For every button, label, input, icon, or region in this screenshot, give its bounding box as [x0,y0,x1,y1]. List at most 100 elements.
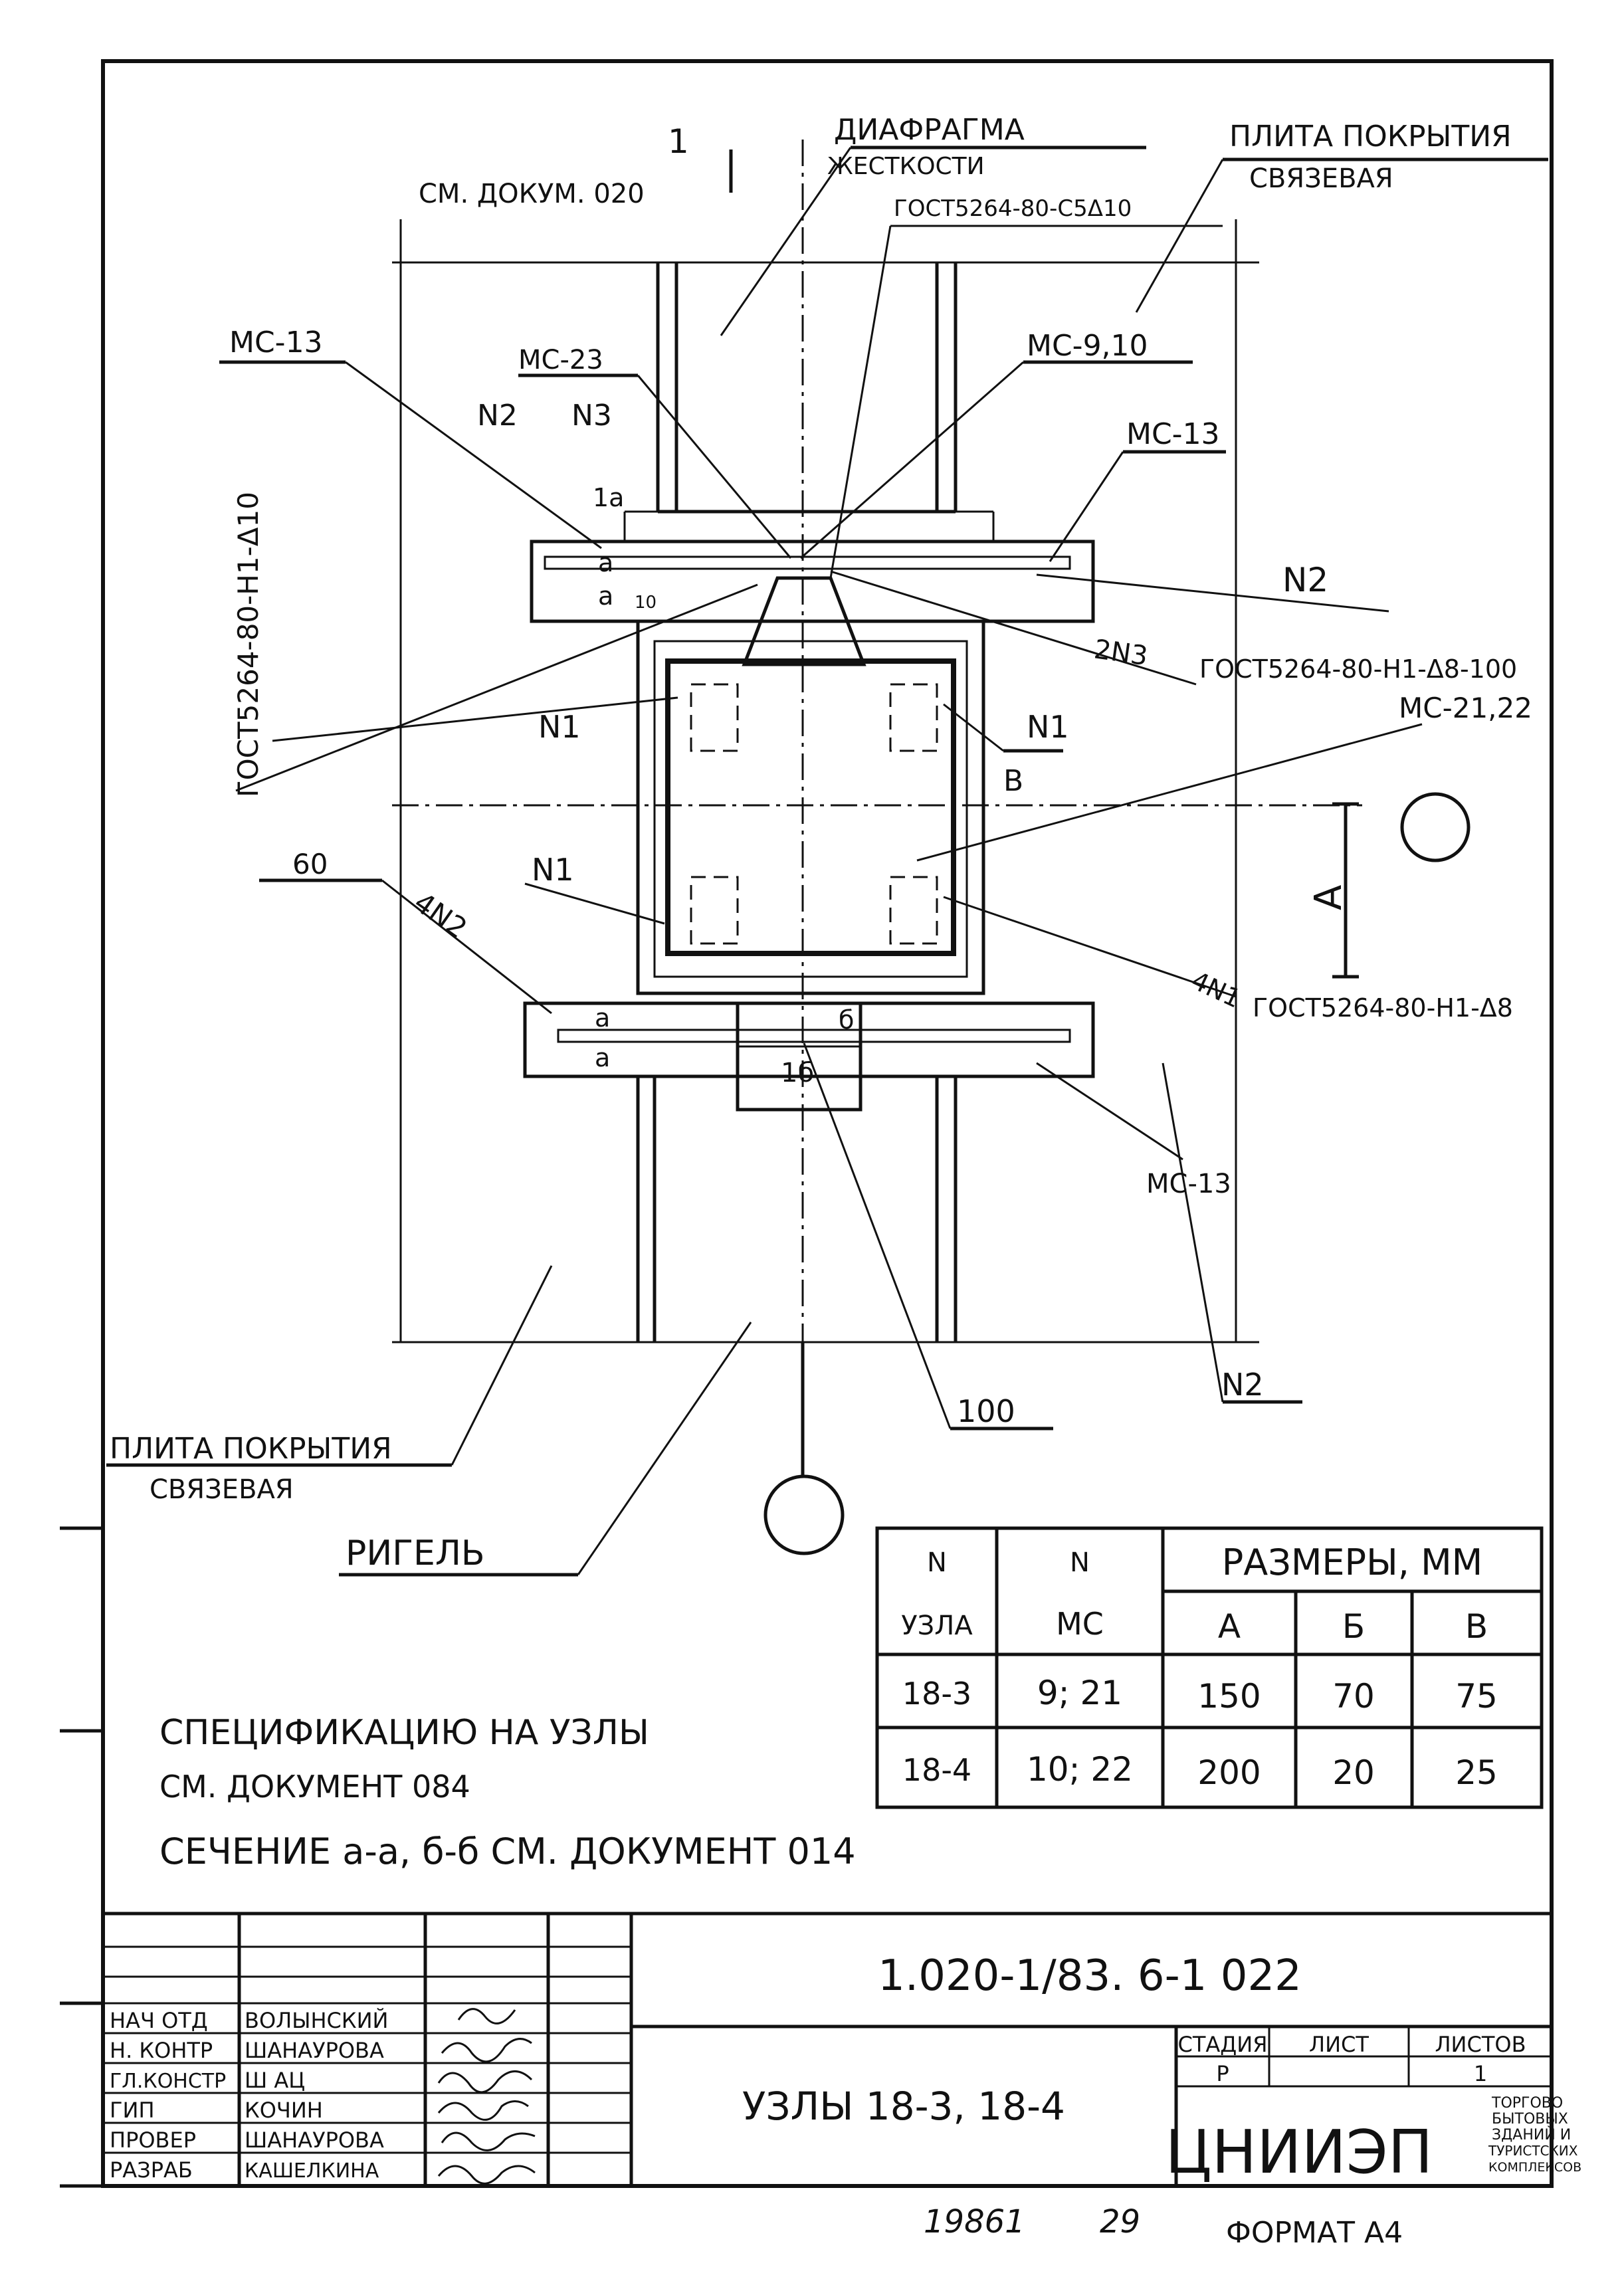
org-desc-line: ЗДАНИЙ И [1492,2126,1571,2143]
dim-100-label: 100 [957,1393,1015,1429]
rigel-label: РИГЕЛЬ [346,1533,485,1573]
node-drawing [392,140,1471,1555]
sheet-frame [60,59,1554,2188]
dim-60-label: 60 [292,848,328,880]
diaphragm-label-2: ЖЕСТКОСТИ [827,153,985,180]
sections-note: СЕЧЕНИЕ а-а, б-б СМ. ДОКУМЕНТ 014 [159,1830,856,1872]
gost-top-label: ГОСТ5264-80-С5Δ10 [894,195,1132,222]
table-header-n1: N [927,1547,947,1578]
title-block: НАЧ ОТД ВОЛЫНСКИЙ Н. КОНТР ШАНАУРОВА ГЛ.… [103,1912,1581,2187]
table-cell-node: 18-3 [902,1676,971,1712]
drawing-title: УЗЛЫ 18-3, 18-4 [742,2084,1065,2129]
section-a-mark-1: а [598,548,613,577]
sheets-value: 1 [1474,2061,1487,2086]
gost-right2-label: ГОСТ5264-80-Н1-Δ8 [1253,993,1513,1023]
sheet-header: ЛИСТ [1309,2032,1369,2057]
role-label: ГИП [110,2098,155,2123]
section-a-mark-4: а [595,1043,610,1072]
slab-bottom-label-2: СВЯЗЕВАЯ [150,1474,294,1505]
n2-label-a: N2 [477,399,518,433]
signer-name: ШАНАУРОВА [245,2038,384,2063]
leader-lines [106,146,1548,1577]
slab-bottom-label-1: ПЛИТА ПОКРЫТИЯ [110,1432,392,1466]
four-n2-label: 4N2 [408,886,473,945]
table-header-n2: N [1070,1547,1090,1578]
table-cell-b: 20 [1332,1753,1375,1792]
signatures [437,2008,536,2185]
diaphragm-label-1: ДИАФРАГМА [834,113,1025,147]
mc13-label-c: МС-13 [1146,1169,1231,1199]
spec-note-line-1: СПЕЦИФИКАЦИЮ НА УЗЛЫ [159,1713,649,1753]
table-header-b: Б [1342,1607,1365,1646]
signer-name: ВОЛЫНСКИЙ [245,2008,388,2033]
mc23-label: МС-23 [518,345,603,375]
org-desc-line: ТУРИСТСКИХ [1488,2143,1578,2159]
n3-label: N3 [571,399,612,433]
org-desc-line: ТОРГОВО [1491,2095,1563,2112]
table-header-mc: МС [1056,1606,1104,1642]
sheet-number: 29 [1100,2203,1140,2240]
org-name: ЦНИИЭП [1166,2118,1433,2187]
table-cell-mc: 10; 22 [1027,1750,1133,1789]
table-cell-a: 200 [1197,1753,1261,1792]
role-label: ГЛ.КОНСТР [110,2070,226,2093]
table-header-v: В [1465,1607,1488,1646]
role-label: ПРОВЕР [110,2127,196,2153]
signer-name: Ш АЦ [245,2068,305,2093]
section-b-mark: б [839,1005,854,1035]
table-cell-b: 70 [1332,1677,1375,1716]
role-label: Н. КОНТР [110,2038,213,2063]
org-desc-line: БЫТОВЫХ [1492,2111,1568,2127]
table-header-node: УЗЛА [901,1611,973,1641]
slab-top-label-2: СВЯЗЕВАЯ [1249,163,1393,194]
n1-label-c: N1 [532,852,574,888]
table-header-a: А [1218,1607,1241,1646]
notes: СПЕЦИФИКАЦИЮ НА УЗЛЫ СМ. ДОКУМЕНТ 084 СЕ… [159,1713,856,1872]
drawing-annotations: ДИАФРАГМА ЖЕСТКОСТИ ПЛИТА ПОКРЫТИЯ СВЯЗЕ… [110,113,1532,1573]
table-header-sizes: РАЗМЕРЫ, ММ [1222,1541,1483,1583]
section-1a-mark: 1а [593,483,624,512]
mc2122-label: МС-21,22 [1399,692,1532,724]
slab-top-label-1: ПЛИТА ПОКРЫТИЯ [1229,120,1512,153]
sheets-header: ЛИСТОВ [1435,2032,1526,2057]
sizes-table: N УЗЛА N МС РАЗМЕРЫ, ММ А Б В 18-3 9; 21… [875,1526,1544,1809]
table-cell-v: 75 [1455,1677,1498,1716]
inventory-number: 19861 [924,2203,1025,2240]
section-a-mark-3: а [595,1003,610,1033]
see-doc-label: СМ. ДОКУМ. 020 [419,179,645,209]
a-dim-label: А [1307,885,1350,910]
gost-left-label: ГОСТ5264-80-Н1-Δ10 [232,492,264,797]
table-cell-node: 18-4 [902,1752,971,1788]
footer: 19861 29 ФОРМАТ А4 [924,2203,1403,2250]
mc910-label: МС-9,10 [1027,329,1148,363]
section-1b-mark: 1б [781,1058,814,1088]
two-n3-label: 2N3 [1092,634,1150,672]
spec-note-line-2: СМ. ДОКУМЕНТ 084 [159,1769,470,1805]
role-label: РАЗРАБ [110,2157,193,2183]
axis-bubble-bottom [763,1474,845,1555]
stage-value: Р [1216,2061,1229,2086]
axis-bubble-right [1400,792,1471,862]
n1-label-b: N1 [1027,709,1069,745]
gost-right1-label: ГОСТ5264-80-Н1-Δ8-100 [1199,654,1517,684]
section-a-mark-2: а [598,581,613,611]
org-desc-line: КОМПЛЕКСОВ [1488,2160,1581,2175]
signer-name: КОЧИН [245,2098,323,2123]
signer-name: ШАНАУРОВА [245,2127,384,2153]
table-cell-mc: 9; 21 [1037,1674,1122,1712]
format-label: ФОРМАТ А4 [1226,2216,1403,2250]
b-dim-label: В [1003,764,1023,798]
signer-name: КАШЕЛКИНА [245,2159,379,2183]
table-cell-v: 25 [1455,1753,1498,1792]
mc13-label-a: МС-13 [229,326,323,359]
n1-label-a: N1 [538,709,581,745]
mc13-label-b: МС-13 [1126,417,1220,451]
num-10-label: 10 [635,593,657,613]
section-mark: 1 [668,122,689,161]
stage-header: СТАДИЯ [1178,2032,1268,2057]
table-cell-a: 150 [1197,1677,1261,1716]
n2-label-c: N2 [1221,1367,1264,1403]
role-label: НАЧ ОТД [110,2008,208,2033]
n2-label-b: N2 [1282,561,1328,599]
